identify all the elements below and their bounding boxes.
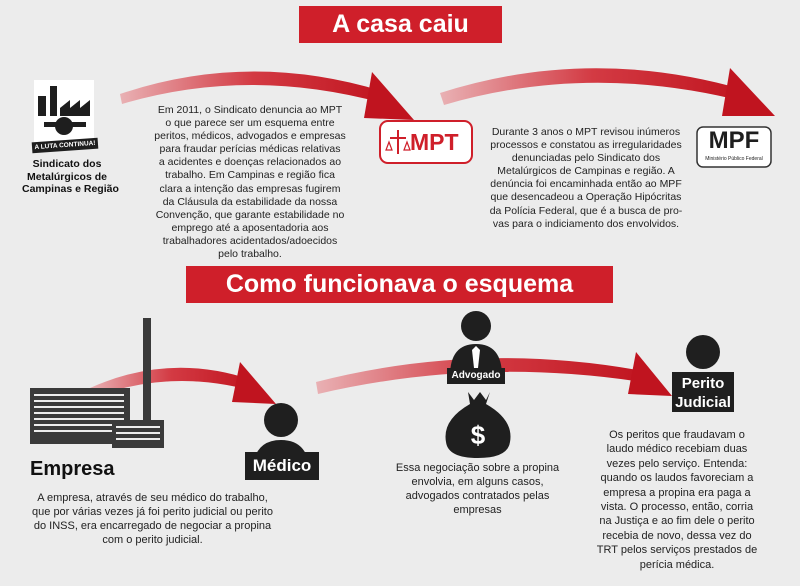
text-empresa: A empresa, através de seu médico do trab… (32, 492, 273, 546)
factory-icon (30, 318, 164, 448)
empresa-label: Empresa (30, 458, 115, 480)
title-banner-top: A casa caiu (299, 6, 502, 43)
money-bag-symbol: $ (470, 420, 486, 450)
medico-label: Médico (245, 452, 319, 480)
arrow-mpt-to-mpf (440, 68, 775, 116)
text-negociacao: Essa negociação sobre a propina envolvia… (395, 462, 560, 516)
text-mpt-revisao: Durante 3 anos o MPT revisou inúmeros pr… (489, 126, 683, 230)
arrow-empresa-to-medico (90, 362, 276, 404)
perito-label: Perito Judicial (672, 372, 734, 412)
mpf-logo-text: MPF (708, 127, 760, 154)
arrow-sindicato-to-mpt (120, 71, 414, 120)
arrow-medico-to-perito (316, 352, 672, 396)
mpf-logo-subtitle: Ministério Público Federal (705, 156, 763, 162)
text-sindicato-denuncia: Em 2011, o Sindicato denuncia ao MPT o q… (154, 104, 346, 261)
mpt-logo-text: MPT (410, 129, 459, 155)
money-bag-icon (445, 392, 511, 458)
text-perito: Os peritos que fraudavam o laudo médico … (596, 429, 758, 571)
title-banner-mid: Como funcionava o esquema (186, 266, 613, 303)
mpt-logo (379, 120, 473, 164)
sindicato-name: Sindicato dos Metalúrgicos de Campinas e… (22, 158, 119, 195)
advogado-label: Advogado (447, 368, 505, 384)
advogado-person-icon (450, 311, 502, 376)
mpf-logo (696, 126, 772, 168)
sindicato-logo (34, 80, 94, 144)
